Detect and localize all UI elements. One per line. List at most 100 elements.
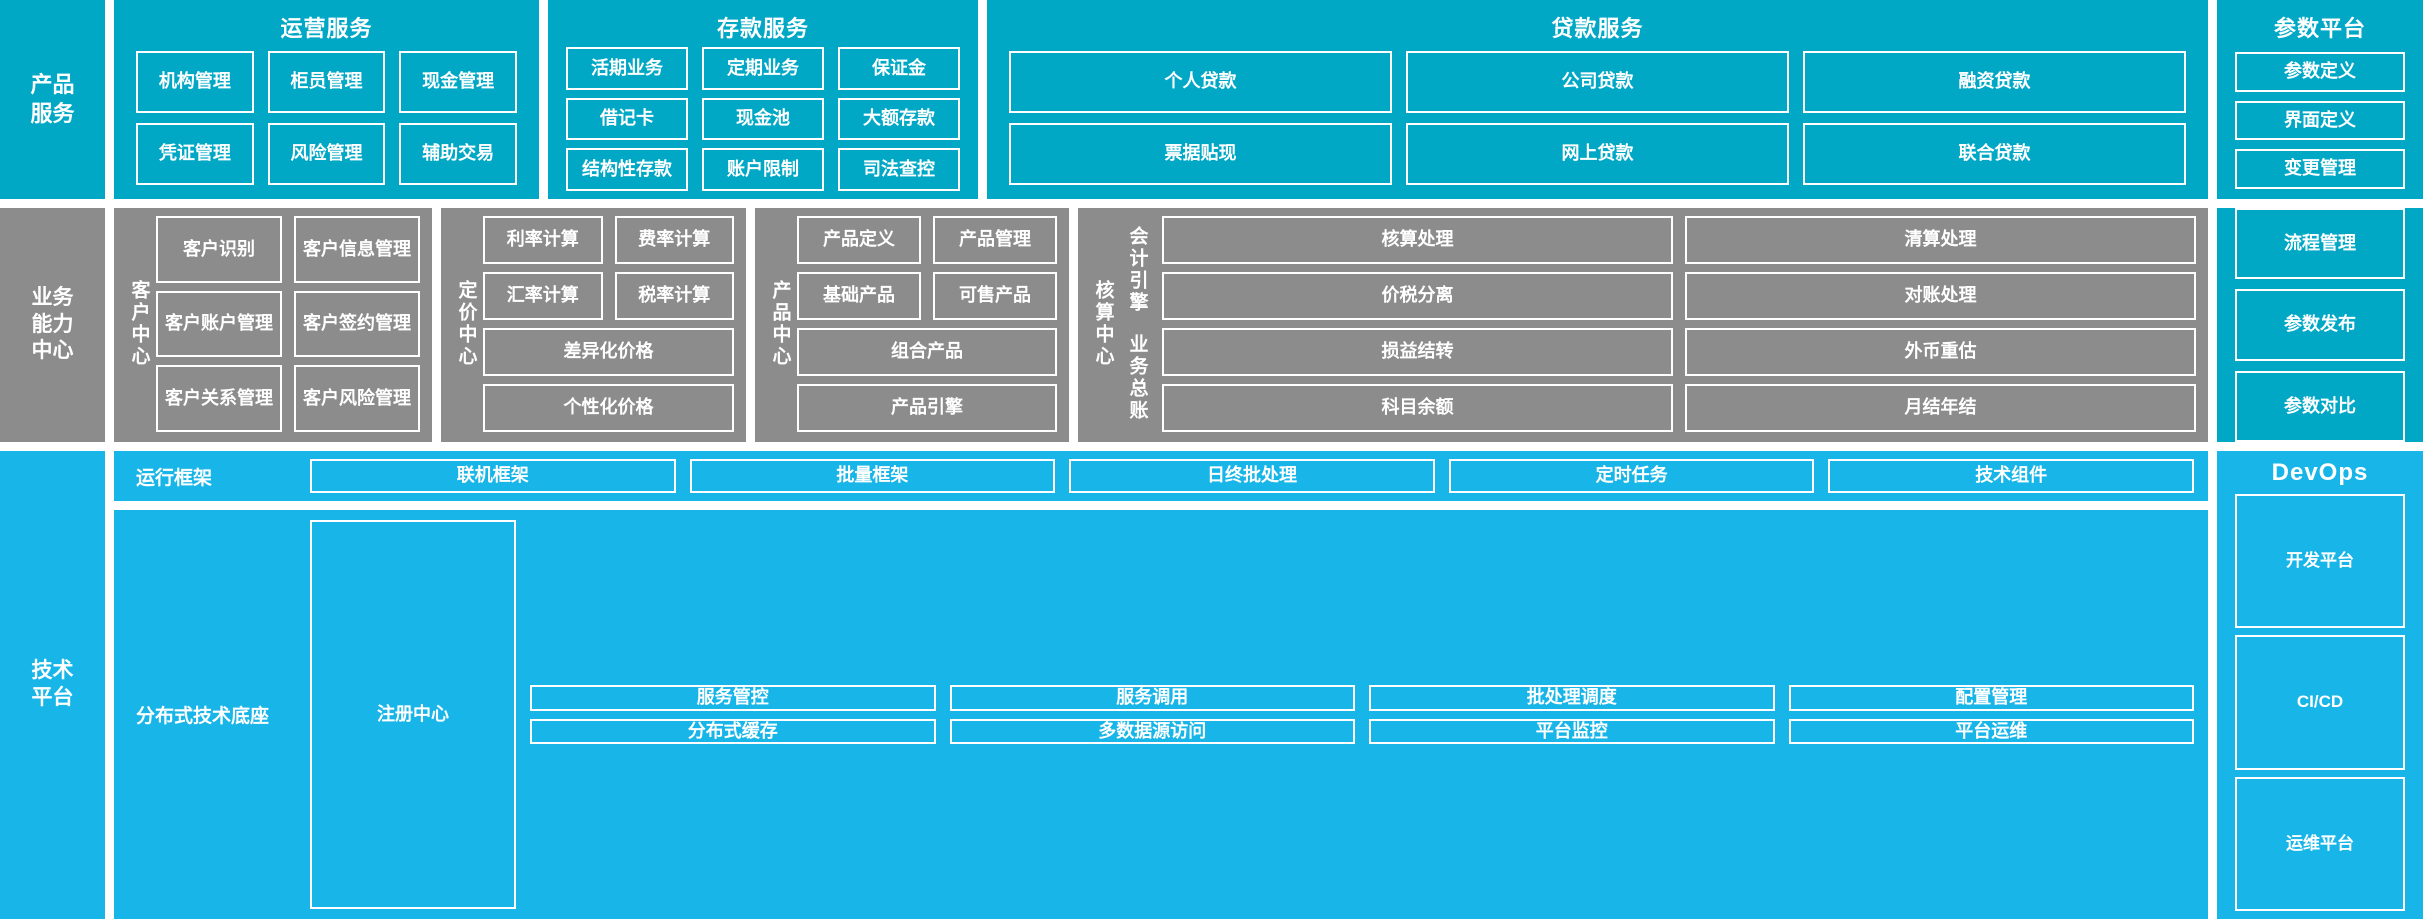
tile-base-1[interactable]: 服务调用 [949, 684, 1355, 711]
tile-runtime-1[interactable]: 批量框架 [689, 459, 1056, 493]
panel-pricing-center: 定价中心 利率计算 费率计算 汇率计算 税率计算 差异化价格 个性化价格 [441, 208, 746, 442]
tile-operation-5[interactable]: 辅助交易 [399, 123, 517, 185]
tile-base-2[interactable]: 批处理调度 [1369, 684, 1775, 711]
tile-loan-4[interactable]: 网上贷款 [1406, 123, 1789, 185]
panel-runtime-framework: 运行框架 联机框架 批量框架 日终批处理 定时任务 技术组件 [114, 451, 2208, 501]
tile-accounting-5[interactable]: 外币重估 [1685, 328, 2196, 376]
tile-deposit-7[interactable]: 账户限制 [702, 148, 824, 191]
tile-pricing-wide-0[interactable]: 差异化价格 [483, 328, 734, 376]
tile-devops-0[interactable]: 开发平台 [2235, 494, 2405, 629]
tile-loan-2[interactable]: 融资贷款 [1803, 51, 2186, 113]
loan-services-title: 贷款服务 [1551, 16, 1644, 41]
tile-accounting-2[interactable]: 价税分离 [1162, 272, 1673, 320]
tile-devops-1[interactable]: CI/CD [2235, 635, 2405, 770]
technology-platform-band: 技术 平台 运行框架 联机框架 批量框架 日终批处理 定时任务 技术组件 分布式… [0, 451, 2423, 919]
tile-runtime-2[interactable]: 日终批处理 [1069, 459, 1435, 493]
tile-pricing-2[interactable]: 汇率计算 [483, 272, 603, 320]
tile-deposit-6[interactable]: 结构性存款 [566, 148, 688, 191]
panel-loan-services: 贷款服务 个人贷款 公司贷款 融资贷款 票据贴现 网上贷款 联合贷款 [987, 0, 2208, 199]
business-capability-band: 业务 能力 中心 客户中心 客户识别 客户信息管理 客户账户管理 客户签约管理 … [0, 208, 2423, 442]
tile-parameter-3[interactable]: 流程管理 [2235, 208, 2405, 280]
tile-loan-5[interactable]: 联合贷款 [1803, 123, 2186, 185]
runtime-framework-label: 运行框架 [136, 467, 213, 489]
tile-registry-center[interactable]: 注册中心 [310, 520, 516, 909]
tile-base-0[interactable]: 服务管控 [530, 684, 936, 711]
tile-parameter-2[interactable]: 变更管理 [2235, 149, 2405, 190]
tile-parameter-1[interactable]: 界面定义 [2235, 100, 2405, 141]
tile-loan-1[interactable]: 公司贷款 [1406, 51, 1789, 113]
tile-product-1[interactable]: 产品管理 [933, 216, 1057, 264]
tile-pricing-wide-1[interactable]: 个性化价格 [483, 384, 734, 432]
pricing-center-label: 定价中心 [455, 280, 477, 368]
tile-operation-4[interactable]: 风险管理 [267, 123, 386, 185]
tile-product-3[interactable]: 可售产品 [933, 272, 1057, 320]
tile-parameter-0[interactable]: 参数定义 [2235, 52, 2405, 92]
tile-product-0[interactable]: 产品定义 [797, 216, 921, 264]
distributed-base-label: 分布式技术底座 [136, 706, 270, 727]
tile-operation-3[interactable]: 凭证管理 [136, 123, 254, 185]
tile-accounting-4[interactable]: 损益结转 [1162, 328, 1673, 376]
layer-label-business-capability: 业务 能力 中心 [0, 208, 105, 442]
tile-base-3[interactable]: 配置管理 [1788, 684, 2194, 711]
tile-product-wide-1[interactable]: 产品引擎 [797, 384, 1057, 432]
tile-pricing-3[interactable]: 税率计算 [614, 272, 734, 320]
tile-customer-1[interactable]: 客户信息管理 [294, 216, 420, 283]
panel-operation-services: 运营服务 机构管理 柜员管理 现金管理 凭证管理 风险管理 辅助交易 [114, 0, 539, 199]
tile-deposit-5[interactable]: 大额存款 [838, 97, 960, 141]
layer-label-product-service: 产品 服务 [0, 0, 105, 199]
tile-operation-1[interactable]: 柜员管理 [267, 51, 386, 113]
parameter-platform-title: 参数平台 [2273, 16, 2366, 41]
tile-base-4[interactable]: 分布式缓存 [530, 718, 936, 745]
tile-runtime-3[interactable]: 定时任务 [1448, 459, 1815, 493]
panel-customer-center: 客户中心 客户识别 客户信息管理 客户账户管理 客户签约管理 客户关系管理 客户… [114, 208, 432, 442]
tile-deposit-3[interactable]: 借记卡 [566, 97, 688, 141]
panel-parameter-platform-bottom: 流程管理 参数发布 参数对比 [2217, 208, 2423, 442]
tile-customer-2[interactable]: 客户账户管理 [156, 290, 282, 358]
panel-distributed-base: 分布式技术底座 注册中心 服务管控 服务调用 批处理调度 配置管理 分布式缓存 … [114, 510, 2208, 919]
tile-customer-3[interactable]: 客户签约管理 [294, 290, 420, 358]
tile-customer-4[interactable]: 客户关系管理 [156, 365, 282, 432]
tile-accounting-7[interactable]: 月结年结 [1685, 384, 2196, 432]
tile-parameter-5[interactable]: 参数对比 [2235, 370, 2405, 442]
operation-services-title: 运营服务 [280, 16, 373, 41]
general-ledger-label: 业务总账 [1126, 334, 1148, 422]
tile-pricing-0[interactable]: 利率计算 [483, 216, 603, 264]
tile-deposit-1[interactable]: 定期业务 [702, 47, 824, 90]
accounting-center-label: 核算中心 [1092, 280, 1114, 368]
tile-loan-0[interactable]: 个人贷款 [1009, 51, 1392, 113]
tile-product-2[interactable]: 基础产品 [797, 272, 921, 320]
tile-accounting-0[interactable]: 核算处理 [1162, 216, 1673, 264]
accounting-engine-label: 会计引擎 [1126, 226, 1148, 314]
tile-accounting-6[interactable]: 科目余额 [1162, 384, 1673, 432]
product-center-label: 产品中心 [769, 280, 791, 368]
tile-accounting-3[interactable]: 对账处理 [1685, 272, 2196, 320]
panel-parameter-platform-top: 参数平台 参数定义 界面定义 变更管理 [2217, 0, 2423, 199]
tile-operation-2[interactable]: 现金管理 [399, 51, 517, 113]
tile-deposit-4[interactable]: 现金池 [702, 97, 824, 141]
tile-runtime-0[interactable]: 联机框架 [310, 459, 676, 493]
tile-customer-5[interactable]: 客户风险管理 [294, 365, 420, 432]
tile-customer-0[interactable]: 客户识别 [156, 216, 282, 283]
panel-devops: DevOps 开发平台 CI/CD 运维平台 [2217, 451, 2423, 919]
tile-parameter-4[interactable]: 参数发布 [2235, 289, 2405, 361]
tile-accounting-1[interactable]: 清算处理 [1685, 216, 2196, 264]
tile-deposit-2[interactable]: 保证金 [838, 47, 960, 90]
deposit-services-title: 存款服务 [716, 16, 809, 41]
tile-deposit-8[interactable]: 司法查控 [838, 148, 960, 191]
devops-title: DevOps [2271, 459, 2369, 486]
tile-runtime-4[interactable]: 技术组件 [1828, 459, 2194, 493]
panel-accounting-center: 核算中心 会计引擎 业务总账 核算处理 清算处理 价税分离 对账处理 损益结转 … [1078, 208, 2208, 442]
panel-product-center: 产品中心 产品定义 产品管理 基础产品 可售产品 组合产品 产品引擎 [755, 208, 1069, 442]
tile-loan-3[interactable]: 票据贴现 [1009, 123, 1392, 185]
tile-devops-2[interactable]: 运维平台 [2235, 776, 2405, 911]
tile-operation-0[interactable]: 机构管理 [136, 51, 254, 113]
panel-deposit-services: 存款服务 活期业务 定期业务 保证金 借记卡 现金池 大额存款 结构性存款 账户… [548, 0, 978, 199]
tile-product-wide-0[interactable]: 组合产品 [797, 328, 1057, 376]
tile-pricing-1[interactable]: 费率计算 [614, 216, 734, 264]
tile-base-6[interactable]: 平台监控 [1369, 718, 1775, 745]
tile-base-5[interactable]: 多数据源访问 [949, 718, 1355, 745]
product-service-band: 产品 服务 运营服务 机构管理 柜员管理 现金管理 凭证管理 风险管理 辅助交易… [0, 0, 2423, 199]
tile-base-7[interactable]: 平台运维 [1788, 718, 2194, 745]
tile-deposit-0[interactable]: 活期业务 [566, 47, 688, 90]
